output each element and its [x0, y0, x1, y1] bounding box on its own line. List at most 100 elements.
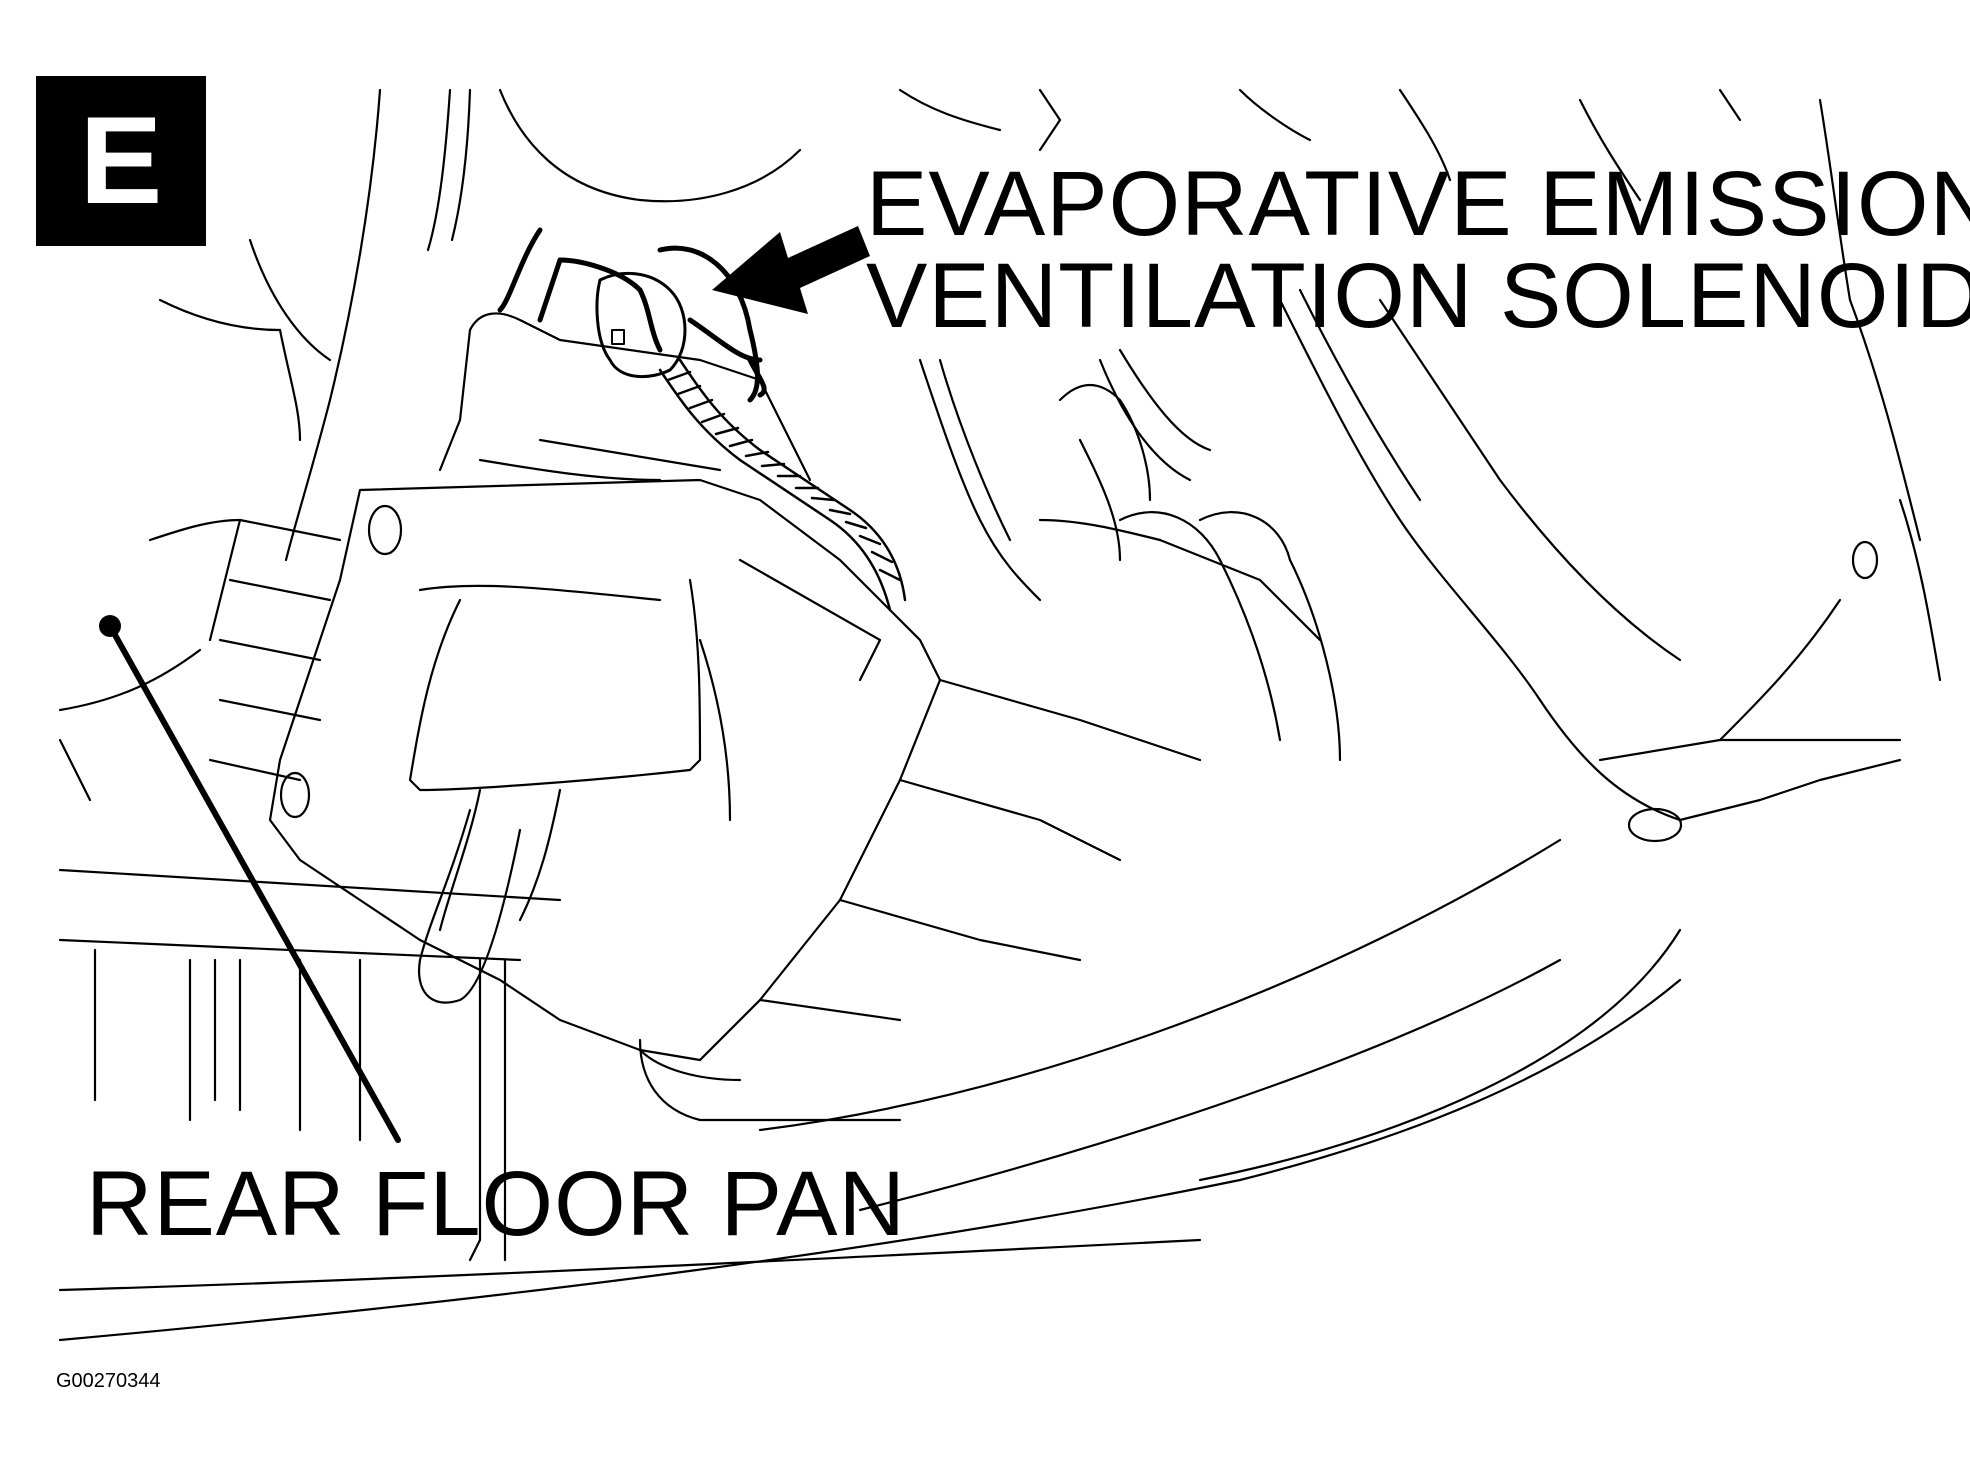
vapor-hose — [417, 808, 522, 1004]
solenoid-wire — [557, 257, 643, 293]
body-panel-edge — [148, 518, 242, 542]
body-panel-edge — [278, 328, 302, 442]
canister-body — [938, 678, 1202, 762]
vapor-hose — [1118, 348, 1212, 452]
canister-body — [408, 578, 702, 792]
solenoid-wire — [637, 287, 663, 353]
canister-top — [478, 458, 662, 482]
body-panel-edge — [1578, 98, 1642, 202]
solenoid-callout-line-1: EVAPORATIVE EMISSION — [866, 153, 1970, 255]
body-panel-edge — [450, 88, 472, 242]
wire-harness-ring — [760, 462, 786, 468]
solenoid-wire — [747, 357, 767, 398]
body-panel-edge — [1718, 88, 1742, 122]
canister-body — [758, 998, 902, 1022]
cross-tube — [1038, 518, 1162, 542]
canister-top — [778, 418, 812, 482]
frame-rail — [1678, 758, 1902, 822]
wire-harness-ring — [688, 398, 714, 410]
body-panel-edge — [1038, 88, 1062, 152]
frame-rail — [1598, 738, 1902, 762]
body-panel-edge — [208, 518, 242, 642]
cross-tube — [1078, 438, 1122, 562]
wire-harness — [658, 368, 892, 612]
canister-body — [738, 558, 882, 682]
floor-member — [228, 578, 332, 602]
frame-rail — [1278, 298, 1542, 702]
floor-member — [218, 638, 322, 662]
canister-body — [638, 1038, 902, 1122]
wire-harness-ring — [828, 508, 852, 516]
cross-tube — [1158, 538, 1322, 642]
wire-harness-ring — [728, 438, 754, 448]
section-badge: E — [36, 76, 206, 246]
solenoid-body — [595, 271, 687, 379]
frame-rail — [1298, 288, 1422, 502]
wire-harness-ring — [810, 496, 836, 502]
body-panel-edge — [1818, 98, 1852, 302]
wire-harness-ring — [714, 426, 740, 436]
body-panel-edge — [426, 88, 452, 252]
cross-tube — [1118, 511, 1222, 562]
solenoid-connector — [611, 329, 625, 345]
frame-rail — [1848, 298, 1922, 542]
floor-pan-edge — [58, 1238, 1202, 1292]
floor-member — [58, 868, 562, 902]
floor-pan-callout-label: REAR FLOOR PAN — [86, 1153, 906, 1255]
mount-hole — [367, 504, 403, 556]
vapor-hose — [1098, 358, 1192, 482]
canister-top — [468, 312, 782, 422]
canister-top — [538, 438, 722, 472]
vapor-hose — [938, 358, 1012, 542]
vapor-hose — [918, 358, 1042, 602]
solenoid-callout-label: EVAPORATIVE EMISSION VENTILATION SOLENOI… — [866, 158, 1970, 342]
floor-pan-edge — [858, 958, 1562, 1212]
floor-pan-leader-line — [107, 623, 401, 1143]
floor-pan-leader-dot — [99, 615, 121, 637]
canister-top — [438, 328, 472, 472]
body-panel-edge — [898, 88, 1002, 132]
canister-body — [838, 898, 1082, 962]
wire-harness-ring — [744, 450, 770, 458]
canister-body — [518, 788, 562, 922]
floor-rib — [468, 958, 482, 1262]
mount-hole — [279, 771, 311, 819]
floor-member — [218, 698, 322, 722]
solenoid-wire — [537, 257, 563, 323]
wire-harness-ring — [700, 412, 726, 424]
cross-tube — [1198, 511, 1292, 562]
wire-harness — [678, 358, 907, 602]
body-panel-edge — [1398, 88, 1452, 182]
frame-rail — [1378, 298, 1682, 662]
wire-harness-ring — [844, 520, 868, 530]
canister-body — [438, 788, 482, 932]
floor-pan-edge — [758, 838, 1562, 1132]
frame-rail — [1718, 598, 1842, 742]
wire-harness-ring — [870, 550, 894, 564]
canister-body — [698, 638, 732, 822]
wire-harness-ring — [878, 568, 902, 582]
cross-tube — [1218, 558, 1282, 742]
body-panel-edge — [498, 88, 802, 203]
canister-body — [268, 478, 942, 1062]
cross-tube — [1058, 384, 1152, 502]
wire-harness-ring — [666, 370, 692, 382]
canister-body — [418, 584, 662, 602]
body-panel-edge — [1238, 88, 1312, 142]
mount-hole — [1851, 540, 1879, 580]
floor-member — [238, 518, 342, 542]
body-panel-edge — [158, 298, 282, 332]
solenoid-callout-arrow — [712, 226, 870, 314]
mount-hole — [1627, 807, 1683, 843]
canister-body — [638, 1048, 742, 1082]
cross-tube — [1288, 558, 1342, 762]
body-panel-edge — [58, 648, 202, 712]
solenoid-callout-line-2: VENTILATION SOLENOID — [866, 245, 1970, 347]
wire-harness-ring — [858, 534, 882, 546]
solenoid-wire — [687, 317, 763, 363]
floor-pan-edge — [58, 978, 1682, 1342]
solenoid-wire — [497, 227, 543, 313]
body-panel-edge — [58, 738, 92, 802]
wire-harness-ring — [676, 384, 702, 396]
